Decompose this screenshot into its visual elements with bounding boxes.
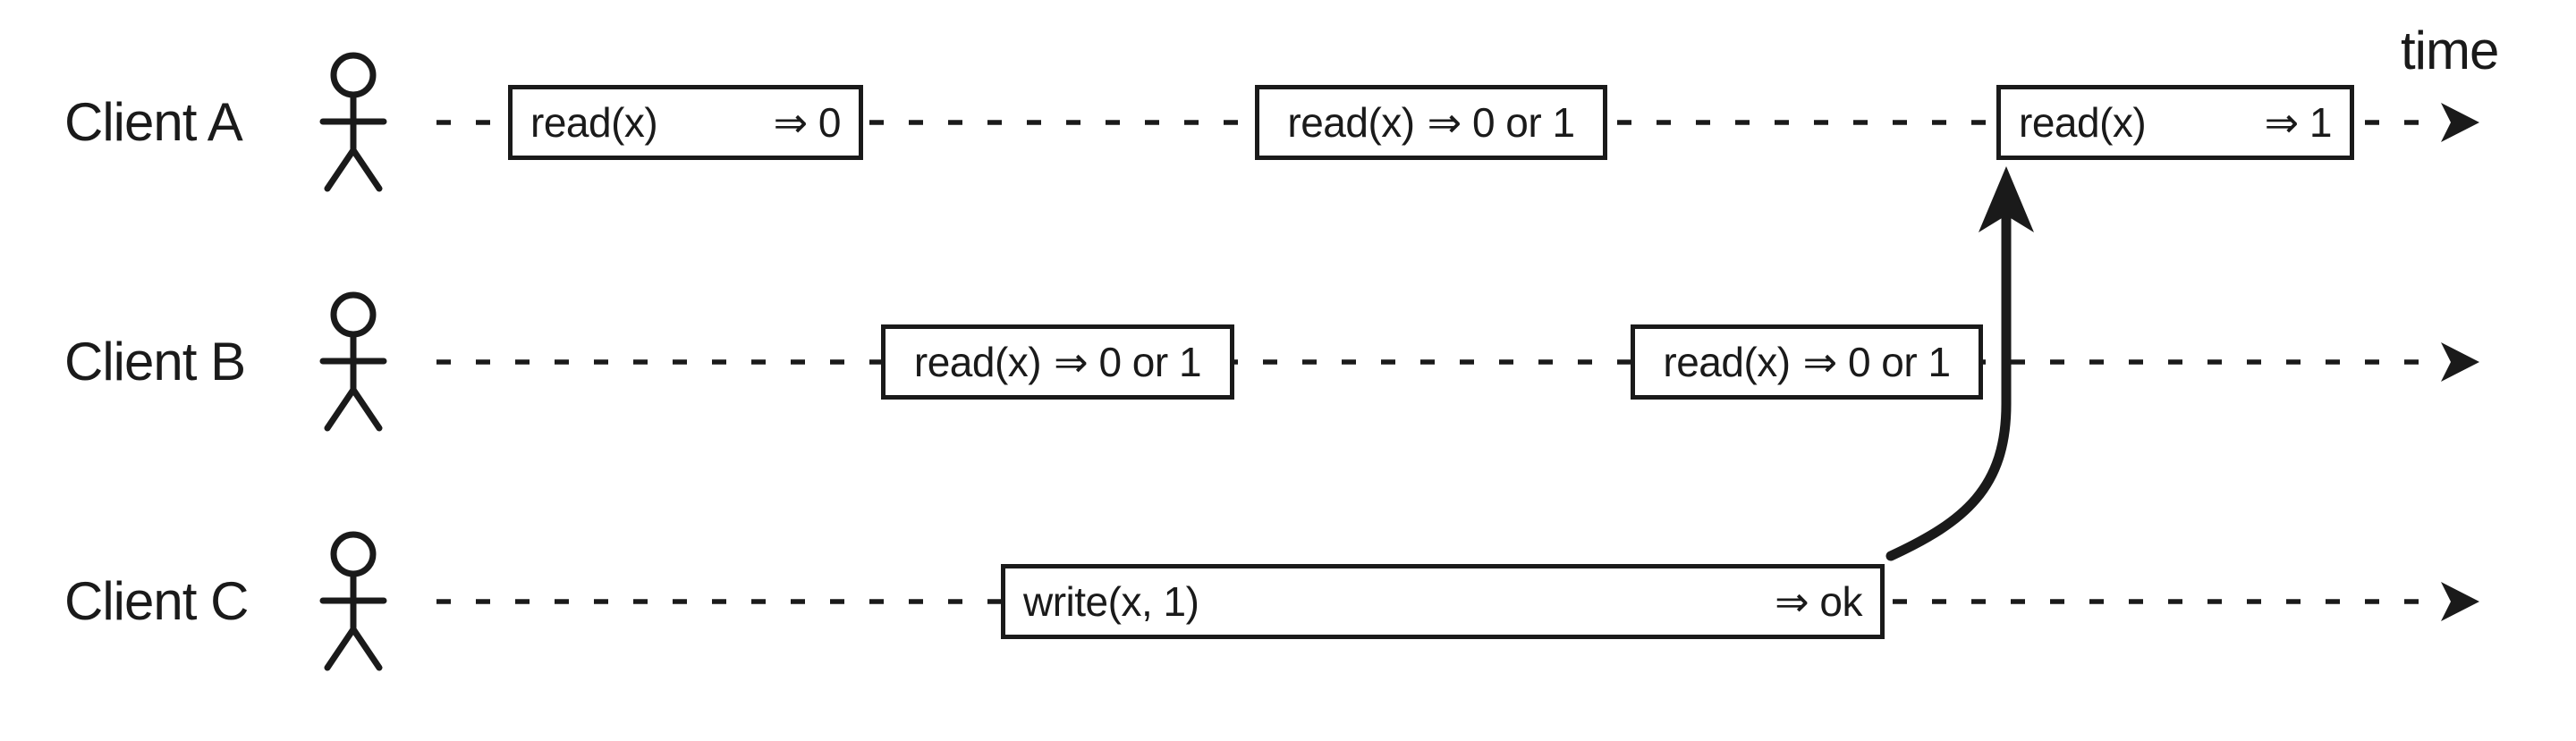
client-a-label: Client A (64, 92, 243, 152)
time-axis-label: time (2401, 21, 2499, 80)
op-call: read(x) (2019, 99, 2147, 146)
op-call: read(x) (530, 99, 658, 146)
op-box-read-b2: read(x) ⇒ 0 or 1 (1631, 324, 1983, 400)
op-call: read(x) (1663, 339, 1791, 385)
person-icon (319, 291, 387, 432)
timeline-b-arrowhead-icon (2441, 342, 2479, 382)
person-icon (319, 531, 387, 671)
causality-arrowhead-icon (1979, 166, 2034, 232)
person-icon (319, 52, 387, 192)
op-call: write(x, 1) (1023, 578, 1199, 625)
op-result: ⇒ ok (1775, 578, 1862, 625)
op-box-read-a3: read(x) ⇒ 1 (1996, 85, 2354, 160)
op-result: ⇒ 0 or 1 (1802, 339, 1951, 385)
timeline-c-arrowhead-icon (2441, 582, 2479, 621)
op-call: read(x) (913, 339, 1042, 385)
op-box-read-b1: read(x) ⇒ 0 or 1 (881, 324, 1234, 400)
op-result: ⇒ 1 (2264, 99, 2333, 146)
op-call: read(x) (1287, 99, 1415, 146)
op-box-read-a2: read(x) ⇒ 0 or 1 (1255, 85, 1607, 160)
op-result: ⇒ 0 or 1 (1054, 339, 1202, 385)
op-result: ⇒ 0 or 1 (1427, 99, 1575, 146)
op-box-write-c1: write(x, 1) ⇒ ok (1001, 564, 1885, 639)
timeline-a-arrowhead-icon (2441, 103, 2479, 142)
op-box-read-a1: read(x) ⇒ 0 (508, 85, 863, 160)
op-result: ⇒ 0 (773, 99, 842, 146)
client-b-label: Client B (64, 332, 246, 392)
client-c-label: Client C (64, 571, 249, 631)
